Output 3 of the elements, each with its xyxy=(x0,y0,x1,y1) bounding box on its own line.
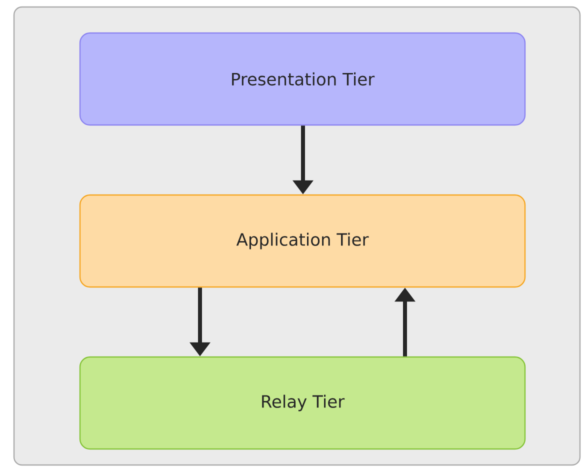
tier-box: Application Tier xyxy=(79,194,526,288)
tier-box: Presentation Tier xyxy=(79,32,526,126)
tier-box: Relay Tier xyxy=(79,356,526,450)
